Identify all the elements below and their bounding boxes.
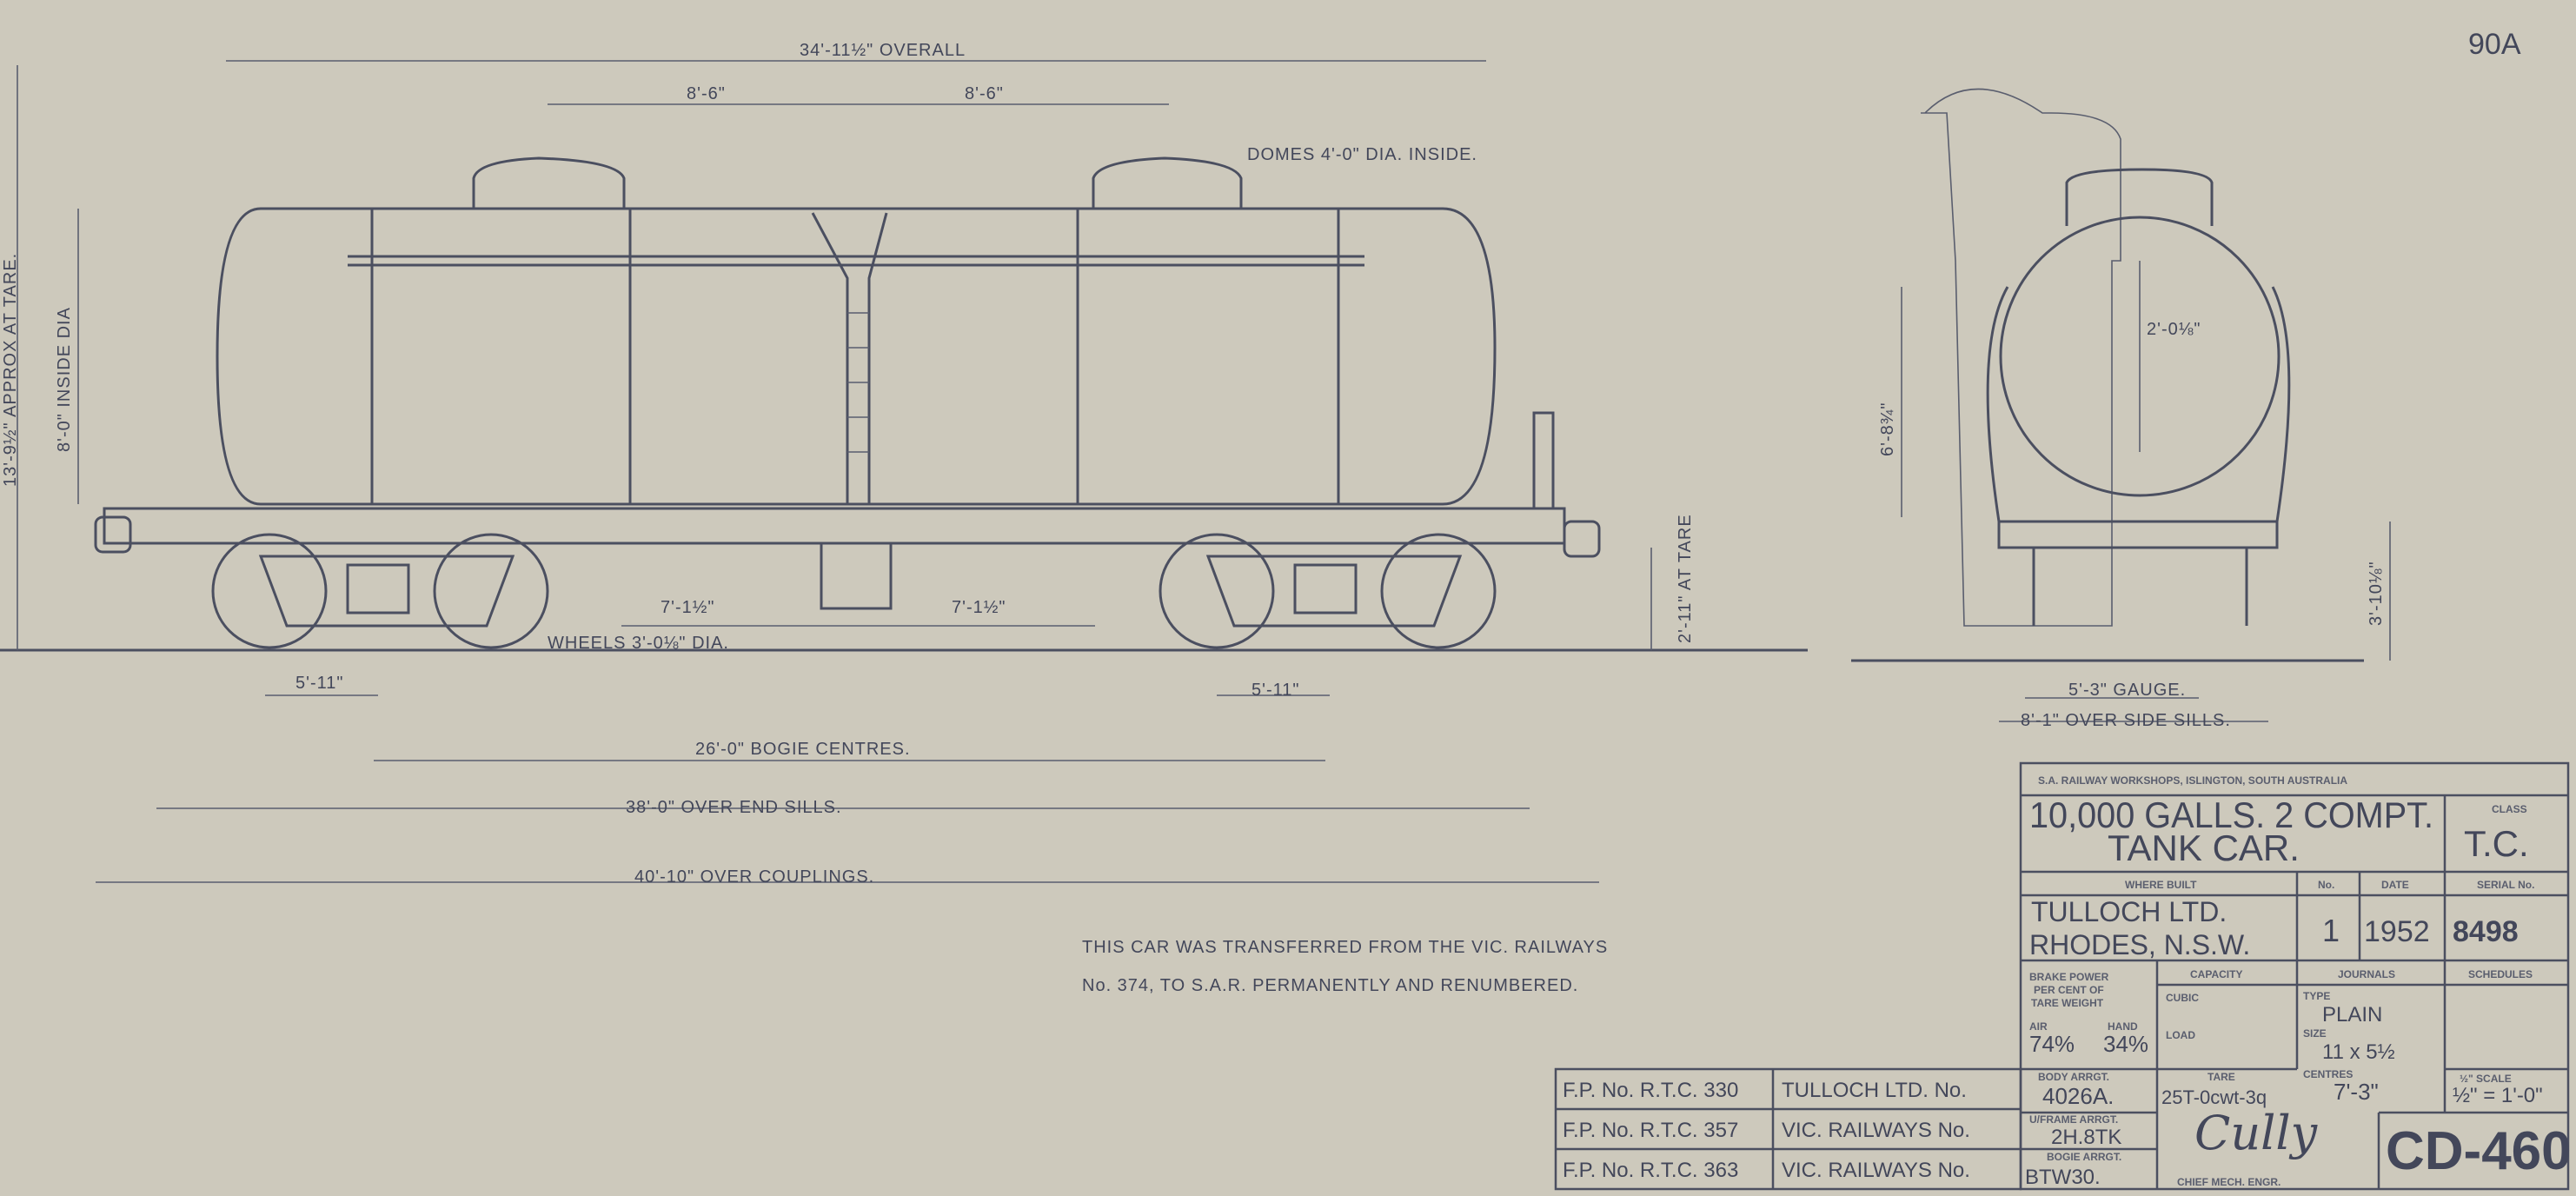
where-built-line1: TULLOCH LTD. [2031, 896, 2227, 927]
scale-label: ½" SCALE [2460, 1073, 2512, 1085]
dim-radius: 2'-0⅛" [2147, 320, 2201, 339]
dim-coupler-height: 2'-11" AT TARE [1676, 514, 1695, 643]
domes-note: DOMES 4'-0" DIA. INSIDE. [1247, 145, 1477, 164]
dim-wheels: WHEELS 3'-0⅛" DIA. [548, 634, 729, 653]
sheet-number: 90A [2468, 28, 2521, 61]
dim-end-height: 6'-8¾" [1878, 402, 1897, 456]
serial-value: 8498 [2453, 915, 2519, 948]
title-line2: TANK CAR. [2108, 827, 2300, 868]
dim-wheelbase-right: 5'-11" [1251, 681, 1299, 700]
type-value: PLAIN [2322, 1003, 2382, 1027]
centres-value: 7'-3" [2334, 1079, 2379, 1105]
title-line1: 10,000 GALLS. 2 COMPT. [2029, 794, 2433, 835]
dim-couplings: 40'-10" OVER COUPLINGS. [634, 867, 874, 887]
drawing-number: CD-460 [2386, 1121, 2572, 1181]
uframe-value: 2H.8TK [2051, 1126, 2121, 1149]
chief-engineer-label: CHIEF MECH. ENGR. [2177, 1176, 2281, 1188]
capacity-label: CAPACITY [2190, 968, 2242, 980]
where-built-line2: RHODES, N.S.W. [2029, 929, 2250, 960]
bogie-right [1159, 533, 1497, 649]
where-built-label: WHERE BUILT [2125, 879, 2197, 891]
size-label: SIZE [2303, 1027, 2327, 1040]
ref-fp-2: F.P. No. R.T.C. 357 [1563, 1119, 1738, 1142]
date-label: DATE [2381, 879, 2409, 891]
bogie-value: BTW30. [2025, 1166, 2101, 1189]
brake-power-label1: BRAKE POWER [2029, 971, 2109, 983]
body-arrgt-label: BODY ARRGT. [2038, 1071, 2109, 1083]
dome-left [472, 156, 626, 209]
dim-end-sills: 38'-0" OVER END SILLS. [626, 798, 842, 817]
brake-power-label3: TARE WEIGHT [2031, 997, 2104, 1009]
date-value: 1952 [2364, 915, 2430, 948]
scale-value: ½" = 1'-0" [2453, 1084, 2543, 1107]
dim-dome-left: 8'-6" [687, 84, 726, 103]
side-view: 34'-11½" OVERALL 8'-6" 8'-6" DOMES 4'-0"… [0, 41, 1808, 887]
brake-power-label2: PER CENT OF [2034, 984, 2104, 996]
centres-label: CENTRES [2303, 1068, 2353, 1080]
bogie-left [211, 533, 549, 649]
dim-bolster-right: 7'-1½" [952, 598, 1006, 617]
signature: Cully [2194, 1106, 2319, 1160]
ref-owner-3: VIC. RAILWAYS No. [1782, 1159, 1970, 1182]
ref-fp-3: F.P. No. R.T.C. 363 [1563, 1159, 1738, 1182]
dim-dome-right: 8'-6" [965, 84, 1004, 103]
cubic-label: CUBIC [2166, 992, 2199, 1004]
workshops-header: S.A. RAILWAY WORKSHOPS, ISLINGTON, SOUTH… [2038, 774, 2347, 787]
dim-side-sills: 8'-1" OVER SIDE SILLS. [2021, 711, 2231, 730]
dim-wheelbase-left: 5'-11" [295, 674, 343, 693]
dome-right [1092, 156, 1243, 209]
load-label: LOAD [2166, 1029, 2195, 1041]
no-label: No. [2318, 879, 2334, 891]
ref-owner-1: TULLOCH LTD. No. [1782, 1079, 1967, 1102]
hand-label: HAND [2108, 1020, 2138, 1033]
ref-fp-1: F.P. No. R.T.C. 330 [1563, 1079, 1738, 1102]
size-value: 11 x 5½ [2322, 1040, 2395, 1064]
type-label: TYPE [2303, 990, 2330, 1002]
dim-gauge: 5'-3" GAUGE. [2068, 681, 2186, 700]
class-label: CLASS [2492, 803, 2527, 815]
journals-label: JOURNALS [2338, 968, 2395, 980]
body-arrgt-value: 4026A. [2042, 1083, 2114, 1109]
dim-overall: 34'-11½" OVERALL [800, 41, 966, 60]
class-value: T.C. [2464, 823, 2529, 864]
dim-bolster-left: 7'-1½" [661, 598, 715, 617]
hand-value: 34% [2103, 1031, 2148, 1057]
ref-owner-2: VIC. RAILWAYS No. [1782, 1119, 1970, 1142]
dim-inside-dia: 8'-0" INSIDE DIA [55, 307, 74, 452]
tare-label: TARE [2208, 1071, 2235, 1083]
uframe-label: U/FRAME ARRGT. [2029, 1113, 2118, 1126]
transfer-note-line1: THIS CAR WAS TRANSFERRED FROM THE VIC. R… [1082, 938, 1608, 957]
dim-lower-height: 3'-10⅛" [2367, 561, 2386, 626]
bogie-label: BOGIE ARRGT. [2047, 1151, 2121, 1163]
end-view: 2'-0⅛" 6'-8¾" 3'-10⅛" 5'-3" GAUGE. 8'-1"… [1851, 88, 2391, 730]
air-label: AIR [2029, 1020, 2048, 1033]
air-value: 74% [2029, 1031, 2075, 1057]
dim-height: 13'-9½" APPROX AT TARE. [1, 253, 20, 487]
no-value: 1 [2322, 913, 2340, 948]
transfer-note-line2: No. 374, TO S.A.R. PERMANENTLY AND RENUM… [1082, 976, 1578, 995]
schedules-label: SCHEDULES [2468, 968, 2533, 980]
serial-label: SERIAL No. [2477, 879, 2534, 891]
title-block: S.A. RAILWAY WORKSHOPS, ISLINGTON, SOUTH… [1554, 761, 2572, 1191]
dim-bogie-centres: 26'-0" BOGIE CENTRES. [695, 740, 911, 759]
tare-value: 25T-0cwt-3q [2161, 1086, 2267, 1108]
